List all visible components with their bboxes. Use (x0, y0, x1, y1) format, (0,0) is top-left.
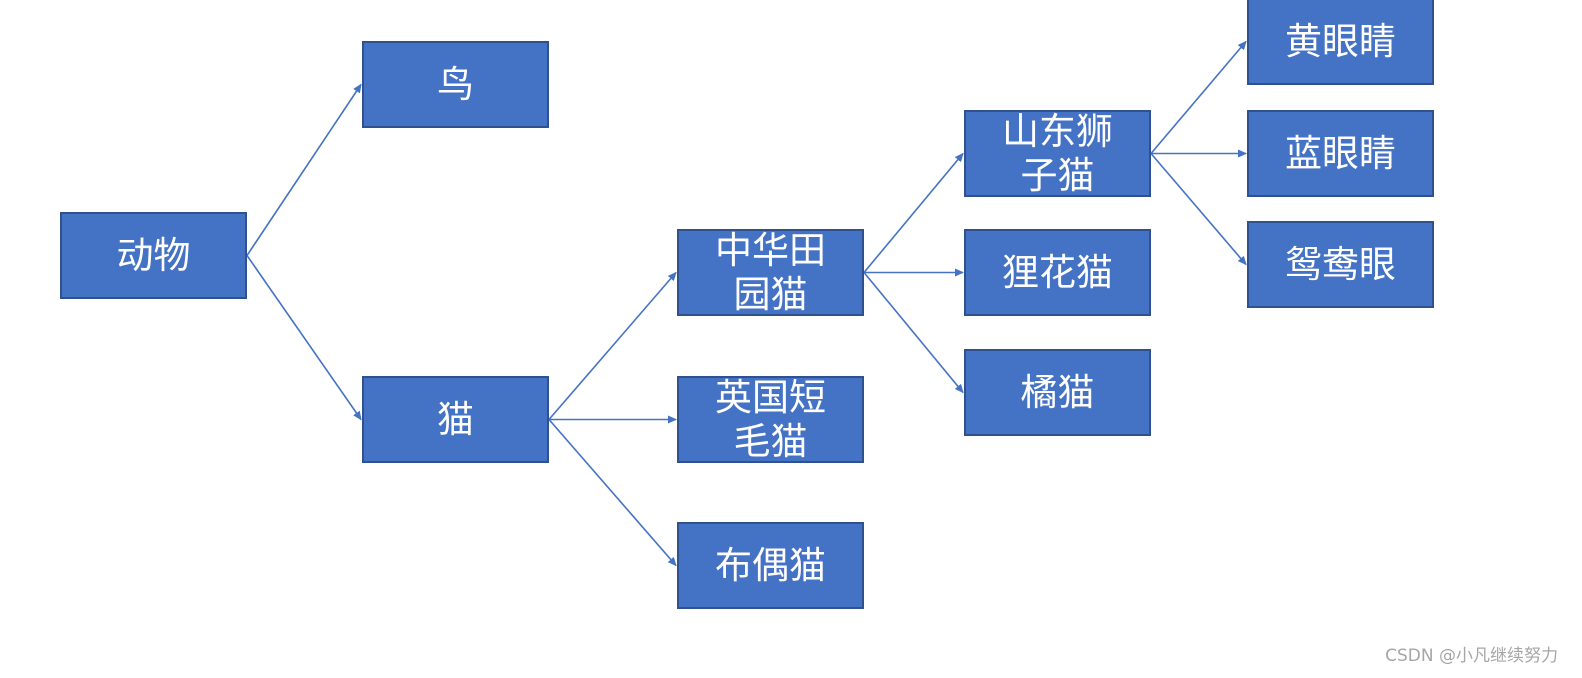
node-chinese-garden-cat-line2: 园猫 (733, 272, 808, 316)
edge-chinese_garden_cat-to-orange_cat (863, 271, 964, 394)
edge-animal-to-cat (246, 255, 362, 421)
node-cat-label: 猫 (437, 397, 474, 441)
node-orange-cat-label: 橘猫 (1020, 370, 1095, 414)
node-animal: 动物 (60, 212, 247, 299)
node-bird: 鸟 (362, 41, 549, 128)
node-odd-eyes: 鸳鸯眼 (1247, 221, 1434, 308)
node-shandong-lion-cat-line2: 子猫 (1020, 153, 1095, 197)
node-ragdoll: 布偶猫 (677, 522, 864, 609)
node-animal-label: 动物 (116, 233, 191, 277)
node-dragon-li-label: 狸花猫 (1002, 250, 1113, 294)
node-british-shorthair: 英国短 毛猫 (677, 376, 864, 463)
node-cat: 猫 (362, 376, 549, 463)
node-yellow-eyes: 黄眼睛 (1247, 0, 1434, 85)
node-yellow-eyes-label: 黄眼睛 (1285, 19, 1396, 63)
node-chinese-garden-cat-line1: 中华田 (715, 229, 826, 272)
node-odd-eyes-label: 鸳鸯眼 (1285, 242, 1396, 286)
edge-animal-to-bird (246, 83, 362, 256)
node-british-shorthair-line1: 英国短 (715, 376, 826, 419)
edge-shandong_lion_cat-to-odd_eyes (1150, 152, 1247, 266)
node-dragon-li: 狸花猫 (964, 229, 1151, 316)
node-blue-eyes: 蓝眼睛 (1247, 110, 1434, 197)
edge-chinese_garden_cat-to-shandong_lion_cat (863, 152, 964, 274)
edge-shandong_lion_cat-to-yellow_eyes (1150, 40, 1247, 155)
node-orange-cat: 橘猫 (964, 349, 1151, 436)
node-chinese-garden-cat: 中华田 园猫 (677, 229, 864, 316)
edge-cat-to-chinese_garden_cat (548, 271, 677, 421)
node-ragdoll-label: 布偶猫 (715, 543, 826, 587)
node-shandong-lion-cat: 山东狮 子猫 (964, 110, 1151, 197)
node-bird-label: 鸟 (437, 62, 474, 106)
watermark: CSDN @小凡继续努力 (1385, 646, 1558, 666)
node-shandong-lion-cat-line1: 山东狮 (1002, 110, 1113, 153)
node-blue-eyes-label: 蓝眼睛 (1285, 131, 1396, 175)
edge-group (246, 40, 1247, 567)
node-british-shorthair-line2: 毛猫 (733, 419, 808, 463)
edge-cat-to-ragdoll (548, 418, 677, 567)
